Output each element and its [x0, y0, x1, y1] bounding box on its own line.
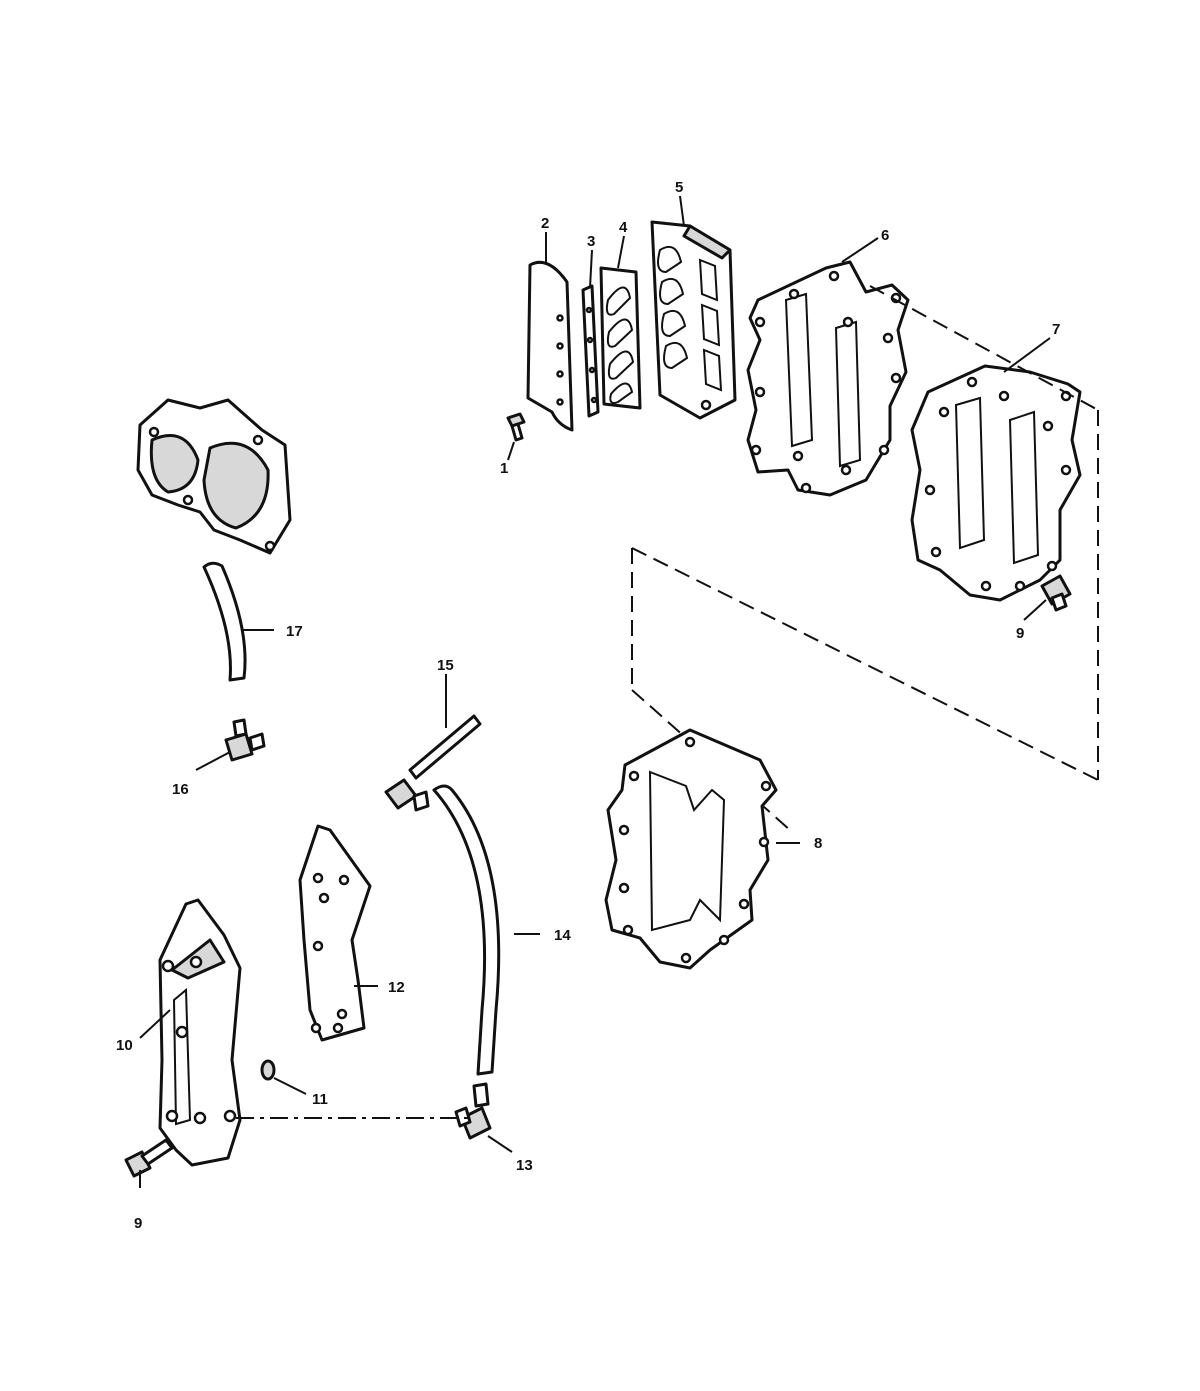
part-9-bolt-lower: [124, 1138, 174, 1178]
callout-1: 1: [500, 460, 508, 477]
callout-10: 10: [116, 1037, 133, 1054]
callout-6: 6: [881, 227, 889, 244]
part-11-o-ring: [260, 1059, 276, 1081]
callout-labels: 1 2 3 4 5 6 7 8 9 9 10 11 12 13 14 15 16…: [116, 179, 1060, 1232]
callout-16: 16: [172, 781, 189, 798]
part-2-reed-stop: [526, 260, 574, 432]
callout-7: 7: [1052, 321, 1060, 338]
callout-9-lower: 9: [134, 1215, 142, 1232]
callout-15: 15: [437, 657, 454, 674]
part-16-elbow-fitting: [224, 718, 266, 762]
part-12-gasket-plate: [298, 824, 372, 1042]
callout-4: 4: [619, 219, 628, 236]
part-3-strip: [581, 284, 600, 418]
leader-lines: [139, 195, 1051, 1188]
part-4-reed-gasket: [599, 266, 642, 410]
callout-5: 5: [675, 179, 683, 196]
part-14-hose: [432, 784, 501, 1076]
part-8-gasket: [604, 728, 778, 970]
callout-17: 17: [286, 623, 303, 640]
callout-3: 3: [587, 233, 595, 250]
callout-9-upper: 9: [1016, 625, 1024, 642]
callout-2: 2: [541, 215, 549, 232]
part-15-tube-fitting: [384, 714, 482, 812]
callout-14: 14: [554, 927, 571, 944]
part-17-hose: [202, 561, 247, 682]
part-13-elbow-fitting: [454, 1082, 492, 1140]
part-1-screw: [506, 412, 526, 442]
callout-11: 11: [312, 1091, 328, 1108]
cover-plate: [136, 398, 292, 555]
part-9-screw-upper: [1040, 574, 1072, 612]
callout-8: 8: [814, 835, 822, 852]
part-5-reed-block: [650, 220, 737, 420]
part-6-gasket: [746, 260, 910, 497]
callout-12: 12: [388, 979, 405, 996]
part-7-spacer-plate: [910, 364, 1082, 602]
callout-13: 13: [516, 1157, 533, 1174]
part-10-bracket: [158, 898, 242, 1167]
